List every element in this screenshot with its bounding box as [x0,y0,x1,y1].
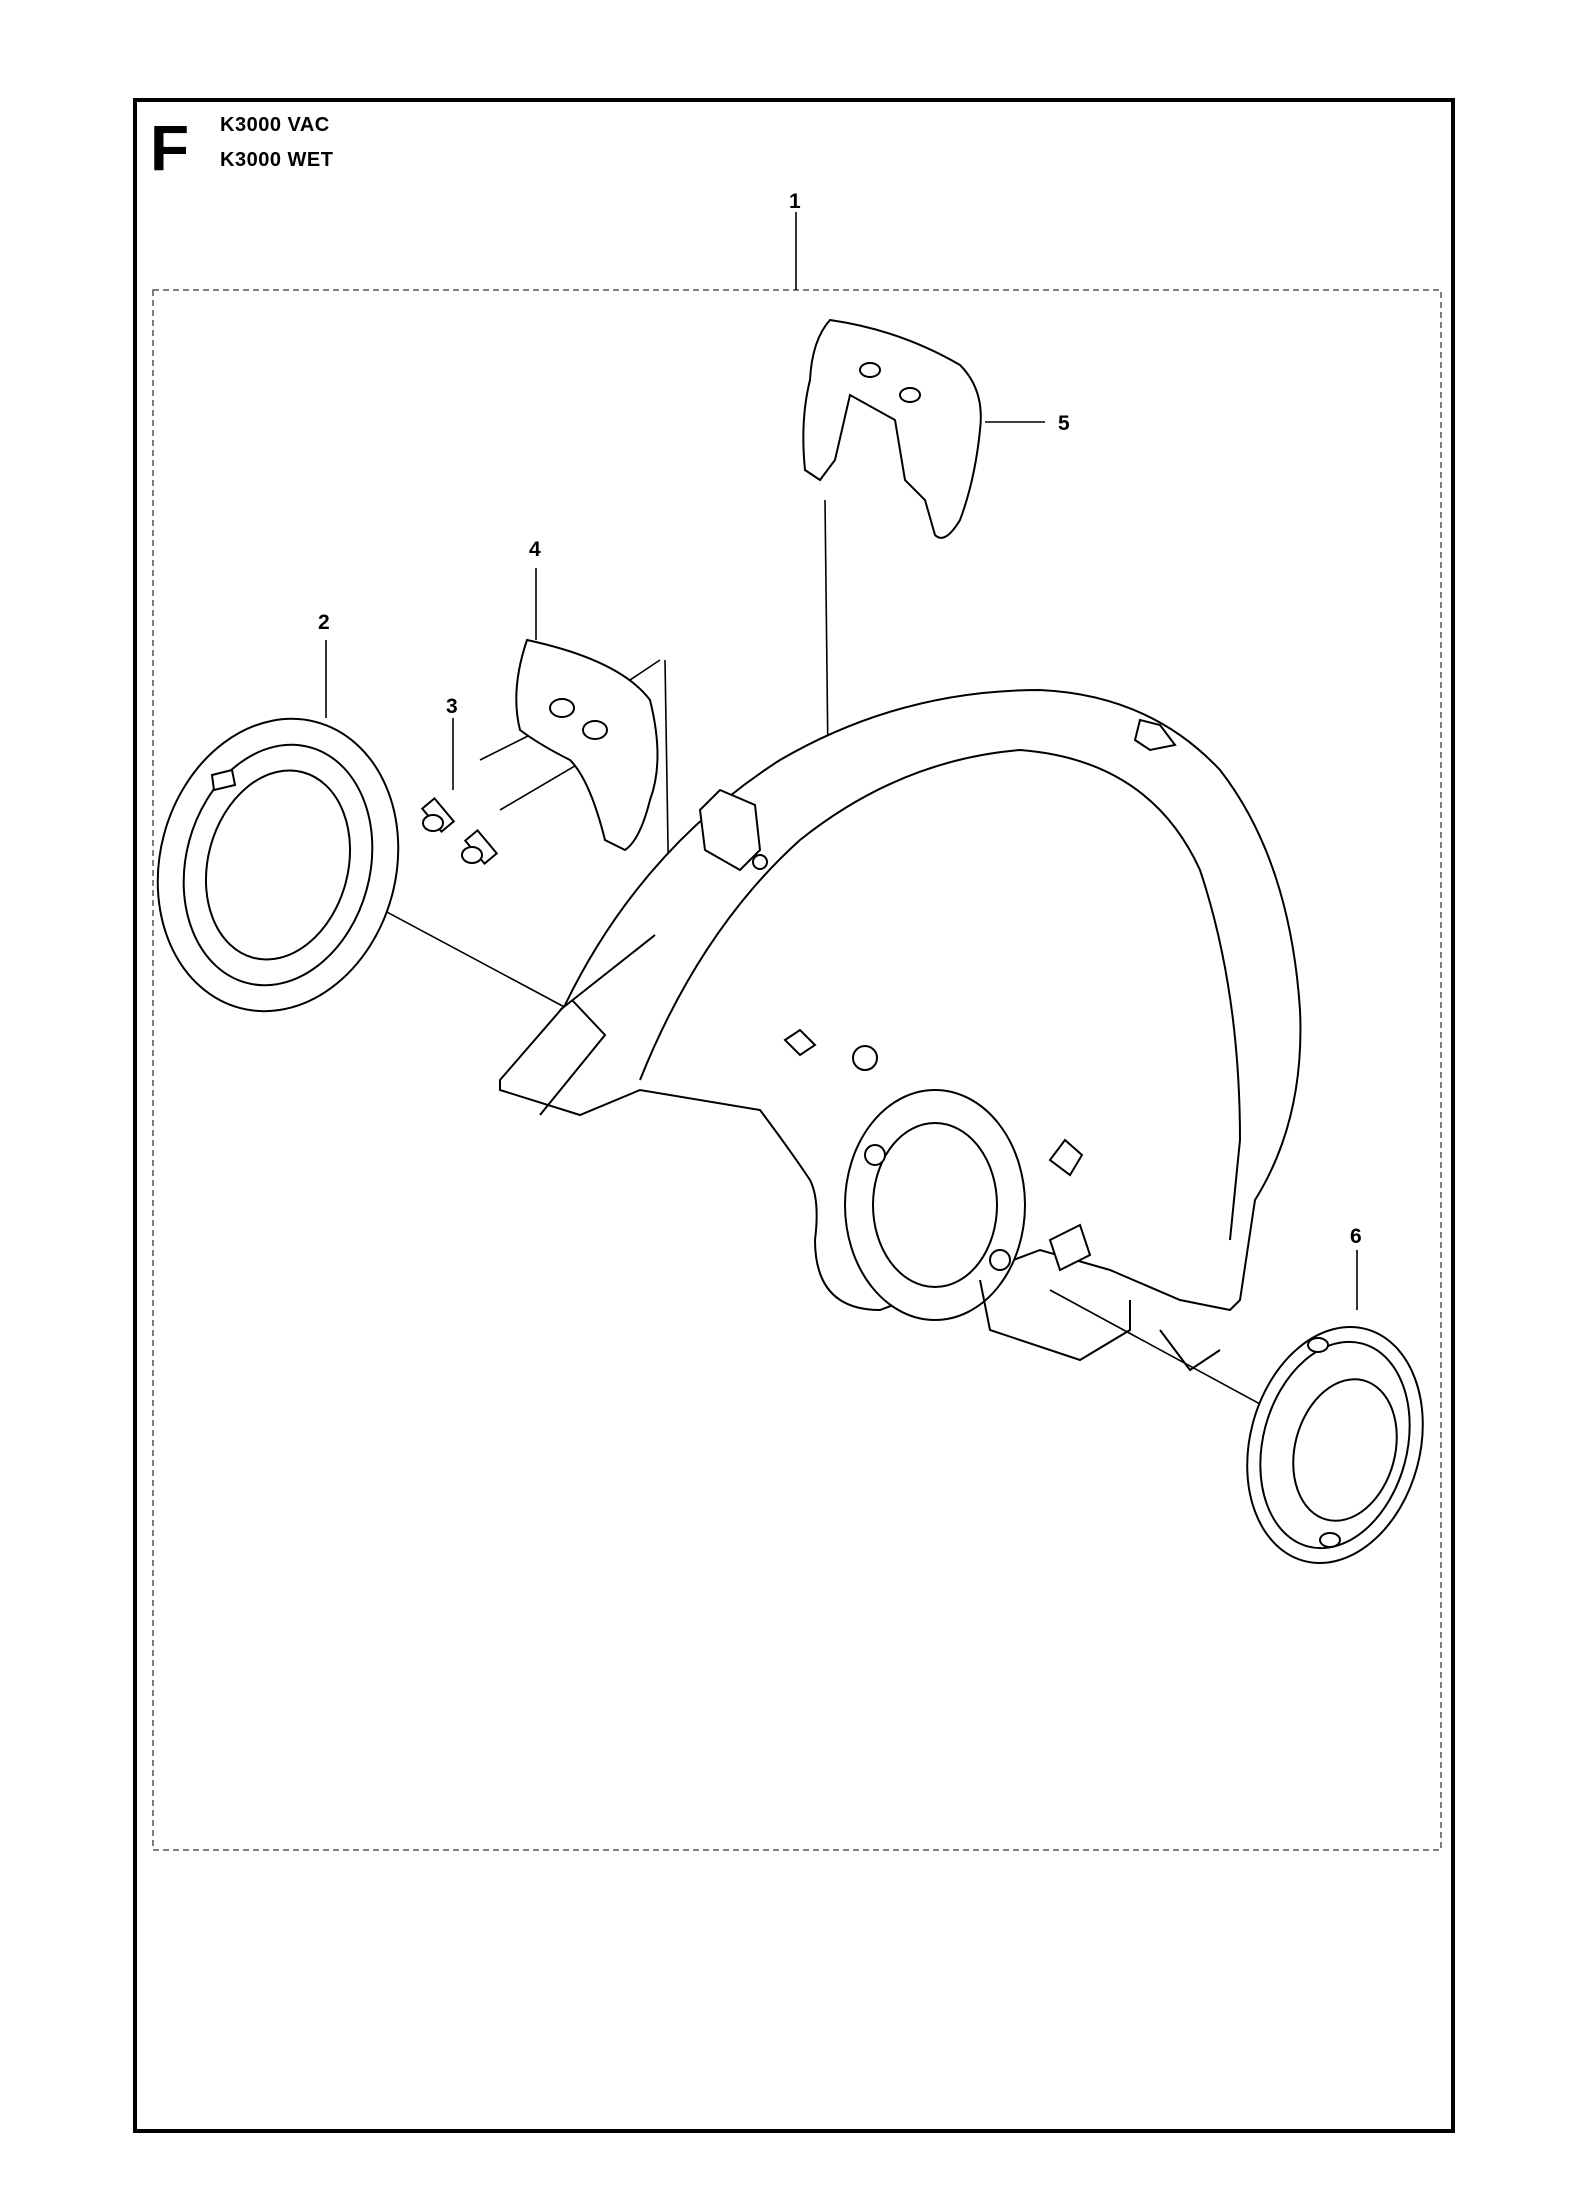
part-6-flange-ring [1246,1326,1424,1564]
callout-2: 2 [318,611,330,634]
leader-3-bolt-a [479,734,531,761]
callout-5: 5 [1058,412,1070,435]
section-letter: F [150,112,190,184]
guard-clip [698,718,1177,872]
part-2-flange-ring [156,717,400,1013]
part-3-screws [420,796,499,866]
callout-1: 1 [789,190,801,213]
leader-5-axis [824,499,829,761]
blade-guard [499,688,1302,1312]
leader-3-bolt-b [499,759,586,811]
callout-3: 3 [446,695,458,718]
model-name-vac: K3000 VAC [220,114,330,136]
callout-4: 4 [529,538,541,561]
page-frame [133,98,1455,2133]
guard-hub [783,1028,1221,1372]
part-4-plate [515,638,659,852]
leader-lines [285,212,1401,1481]
part-5-bracket [802,318,982,539]
assembly-dashed-box [152,289,1442,1851]
callout-6: 6 [1350,1225,1362,1248]
model-name-wet: K3000 WET [220,149,334,171]
